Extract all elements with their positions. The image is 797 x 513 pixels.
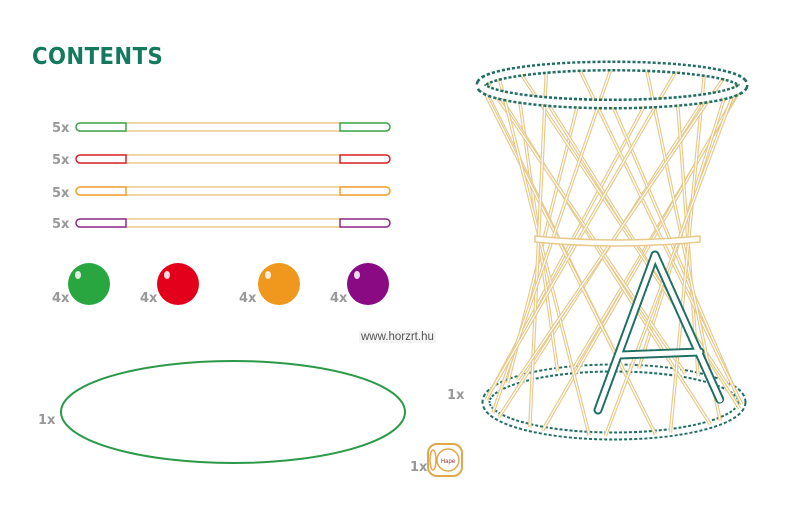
tower-stick-core xyxy=(577,66,743,405)
die: Hape xyxy=(427,443,463,477)
teal-triangle-inner xyxy=(595,252,723,413)
ball xyxy=(347,263,389,305)
stick-qty-purple: 5x xyxy=(52,217,70,232)
stick-tip-left xyxy=(75,218,127,228)
tower-stick-core xyxy=(604,79,740,437)
ball-highlight xyxy=(354,271,360,279)
page-title: CONTENTS xyxy=(32,44,164,70)
wicker-tower xyxy=(475,60,749,441)
watermark: www.horzrt.hu xyxy=(359,331,436,343)
tower-stick-core xyxy=(487,68,679,396)
balls-group xyxy=(68,263,389,305)
ball xyxy=(157,263,199,305)
top-ring-inner xyxy=(478,63,746,107)
tower-qty: 1x xyxy=(447,388,465,403)
stick-qty-orange: 5x xyxy=(52,186,70,201)
stick-tip-left xyxy=(75,154,127,164)
tower-stick-core xyxy=(669,71,706,433)
ball xyxy=(258,263,300,305)
sticks-group xyxy=(75,122,391,228)
ball-highlight xyxy=(265,271,271,279)
ball-qty-orange: 4x xyxy=(239,291,257,306)
stick-tip-right xyxy=(339,218,391,228)
stick-tip-left xyxy=(75,186,127,196)
stick-tip-right xyxy=(339,154,391,164)
ball-highlight xyxy=(75,271,81,279)
ball-qty-purple: 4x xyxy=(330,291,348,306)
stick-tip-right xyxy=(339,122,391,132)
tower-stick-core xyxy=(611,103,736,392)
stick-qty-red: 5x xyxy=(52,153,70,168)
tower-stick-core xyxy=(529,68,548,428)
ball-qty-green: 4x xyxy=(52,291,70,306)
ball-highlight xyxy=(164,271,170,279)
ring-qty: 1x xyxy=(38,413,56,428)
stick-tip-right xyxy=(339,186,391,196)
middle-band xyxy=(534,235,701,247)
die-qty: 1x xyxy=(410,460,428,475)
tower-stick-core xyxy=(517,75,726,380)
tower-stick-core xyxy=(497,75,590,436)
ball xyxy=(68,263,110,305)
stick-tip-left xyxy=(75,122,127,132)
die-logo: Hape xyxy=(441,459,456,465)
ball-qty-red: 4x xyxy=(140,291,158,306)
rope-ring xyxy=(60,360,406,464)
stick-qty-green: 5x xyxy=(52,121,70,136)
